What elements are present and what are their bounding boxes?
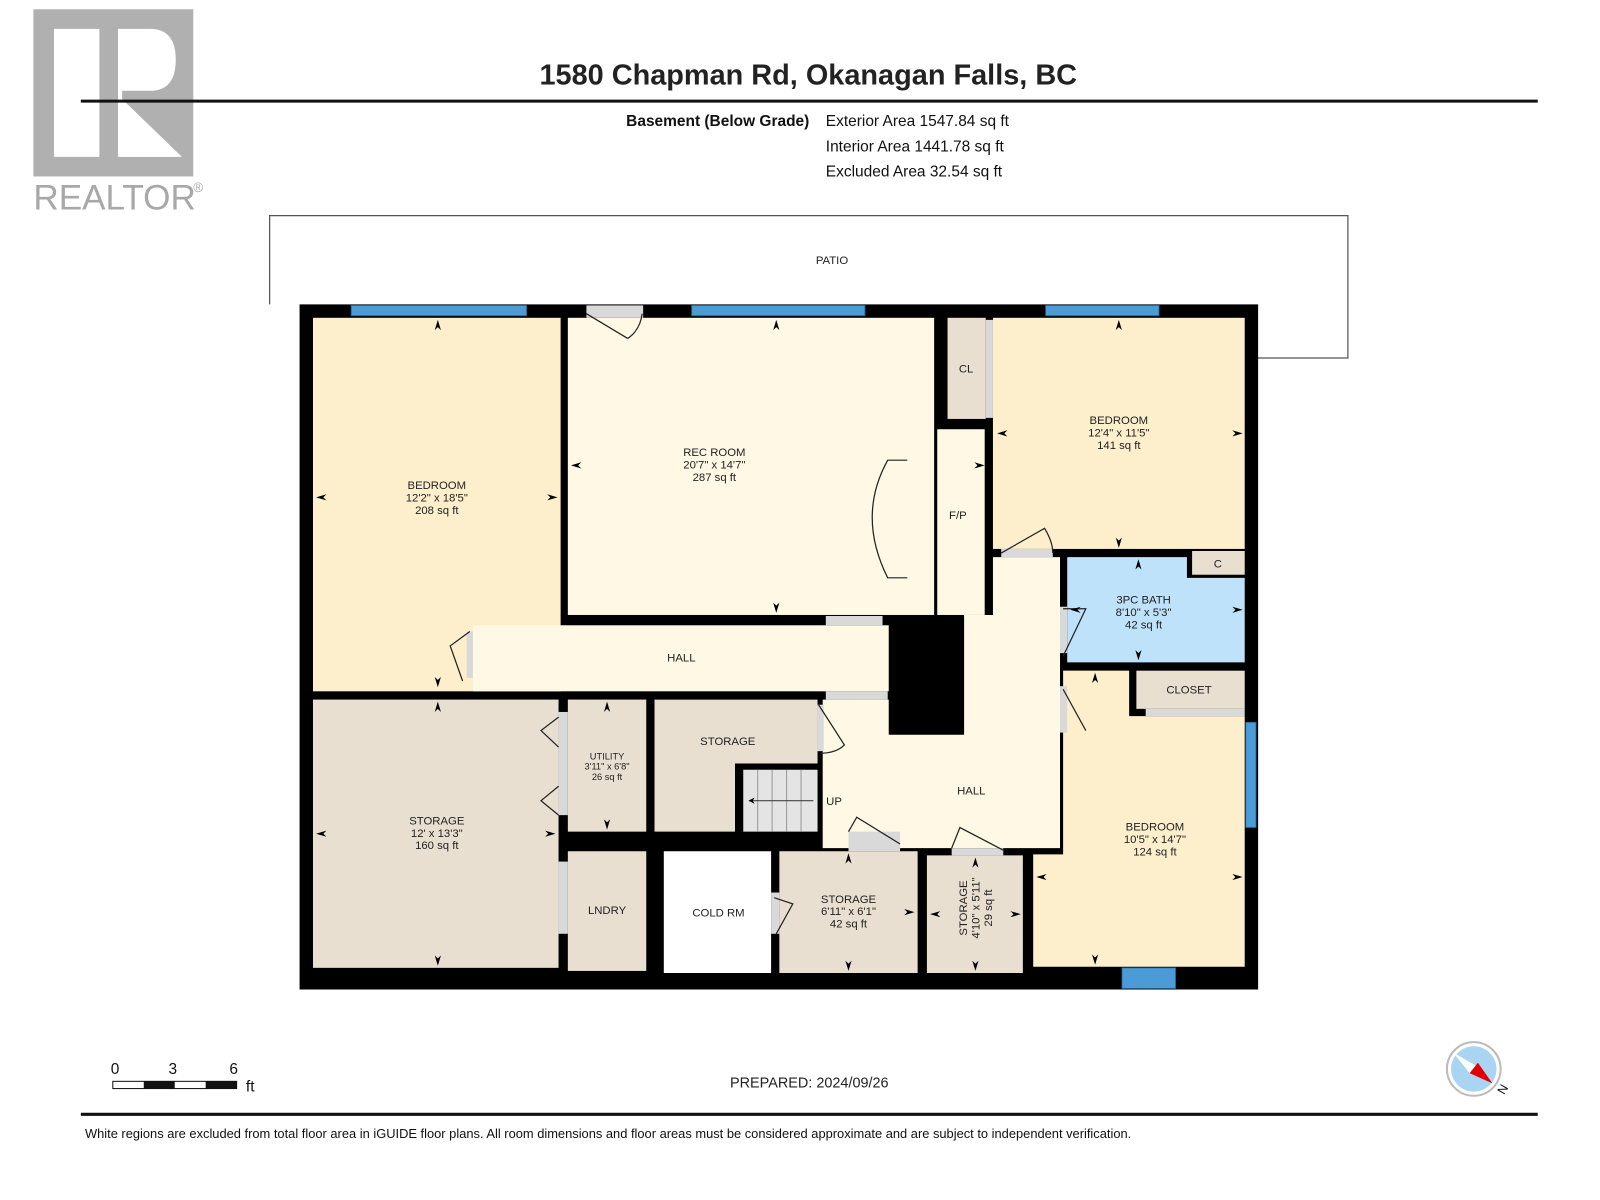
interior-area: Interior Area 1441.78 sq ft: [826, 139, 1005, 156]
svg-text:BEDROOM: BEDROOM: [1126, 822, 1185, 834]
svg-text:STORAGE: STORAGE: [409, 815, 465, 827]
svg-text:26 sq ft: 26 sq ft: [592, 772, 623, 782]
room-cold-room[interactable]: [663, 851, 772, 974]
svg-text:0: 0: [111, 1061, 120, 1078]
svg-text:160 sq ft: 160 sq ft: [415, 840, 459, 852]
svg-text:STORAGE: STORAGE: [958, 880, 970, 936]
room-fireplace[interactable]: [937, 429, 985, 615]
svg-text:141 sq ft: 141 sq ft: [1097, 440, 1141, 452]
patio-outline: [269, 215, 1349, 359]
svg-text:3PC BATH: 3PC BATH: [1116, 595, 1171, 607]
footer-disclaimer: White regions are excluded from total fl…: [85, 1126, 1131, 1141]
room-storage-south[interactable]: [779, 851, 918, 974]
room-name: BEDROOM: [408, 480, 467, 492]
svg-text:CL: CL: [959, 363, 973, 375]
room-hall-lower[interactable]: [822, 557, 1061, 849]
svg-text:29 sq ft: 29 sq ft: [983, 889, 995, 927]
svg-text:F/P: F/P: [949, 510, 967, 522]
logo-text: REALTOR: [33, 178, 195, 217]
svg-text:C: C: [1214, 558, 1222, 570]
svg-text:CLOSET: CLOSET: [1166, 684, 1211, 696]
svg-text:COLD RM: COLD RM: [692, 907, 744, 919]
svg-text:HALL: HALL: [957, 785, 985, 797]
compass-north-label: N: [1495, 1082, 1512, 1097]
room-bedroom-northeast[interactable]: [992, 317, 1245, 549]
room-storage-west[interactable]: [312, 699, 559, 968]
svg-text:LNDRY: LNDRY: [588, 905, 627, 917]
svg-text:6'11" x 6'1": 6'11" x 6'1": [821, 906, 876, 918]
svg-text:HALL: HALL: [667, 652, 695, 664]
svg-text:3'11" x 6'8": 3'11" x 6'8": [585, 762, 630, 772]
excluded-area: Excluded Area 32.54 sq ft: [826, 163, 1003, 180]
room-closet-c[interactable]: [1192, 550, 1245, 575]
compass-icon: N: [1445, 1041, 1512, 1097]
svg-text:124 sq ft: 124 sq ft: [1133, 846, 1177, 858]
svg-text:STORAGE: STORAGE: [700, 736, 756, 748]
svg-text:10'5" x 14'7": 10'5" x 14'7": [1124, 834, 1186, 846]
svg-text:8'10" x 5'3": 8'10" x 5'3": [1116, 607, 1172, 619]
svg-text:3: 3: [169, 1061, 178, 1078]
svg-text:®: ®: [193, 180, 203, 195]
svg-text:20'7" x 14'7": 20'7" x 14'7": [683, 459, 745, 471]
svg-text:42 sq ft: 42 sq ft: [830, 919, 868, 931]
room-3pc-bath[interactable]: [1067, 557, 1245, 663]
room-dims: 12'2" x 18'5": [406, 492, 468, 504]
svg-text:REC ROOM: REC ROOM: [683, 447, 745, 459]
svg-text:42 sq ft: 42 sq ft: [1125, 619, 1163, 631]
room-utility[interactable]: [567, 699, 647, 832]
room-bedroom-southeast[interactable]: [1033, 670, 1245, 967]
room-laundry[interactable]: [567, 851, 647, 971]
room-closet[interactable]: [1136, 670, 1245, 709]
room-closet-cl[interactable]: [947, 317, 986, 419]
svg-text:UP: UP: [826, 796, 842, 808]
prepared-date: PREPARED: 2024/09/26: [730, 1076, 889, 1092]
svg-text:STORAGE: STORAGE: [821, 894, 877, 906]
realtor-logo: REALTOR ®: [33, 9, 203, 217]
chimney-mass: [889, 617, 965, 735]
exterior-area: Exterior Area 1547.84 sq ft: [826, 113, 1010, 130]
floor-label: Basement (Below Grade): [626, 113, 809, 130]
room-hall-upper[interactable]: [472, 625, 889, 692]
room-storage-southeast[interactable]: [926, 855, 1023, 974]
svg-text:12' x 13'3": 12' x 13'3": [411, 828, 463, 840]
svg-text:12'4" x 11'5": 12'4" x 11'5": [1088, 427, 1149, 439]
room-area: 208 sq ft: [415, 505, 459, 517]
svg-text:UTILITY: UTILITY: [590, 751, 625, 761]
dimension-arrows: [316, 319, 1243, 971]
room-rec-room[interactable]: [567, 317, 935, 615]
svg-text:4'10" x 5'11": 4'10" x 5'11": [971, 877, 983, 938]
patio-label: PATIO: [816, 255, 848, 267]
room-storage-mid[interactable]: [654, 699, 818, 832]
svg-text:ft: ft: [246, 1079, 255, 1096]
svg-text:BEDROOM: BEDROOM: [1090, 415, 1149, 427]
door-swings: [449, 313, 1087, 935]
svg-text:6: 6: [229, 1061, 238, 1078]
svg-text:287 sq ft: 287 sq ft: [693, 472, 737, 484]
scale-bar: 0 3 6 ft: [111, 1061, 255, 1096]
page-title: 1580 Chapman Rd, Okanagan Falls, BC: [539, 60, 1077, 92]
windows: [350, 305, 1257, 989]
